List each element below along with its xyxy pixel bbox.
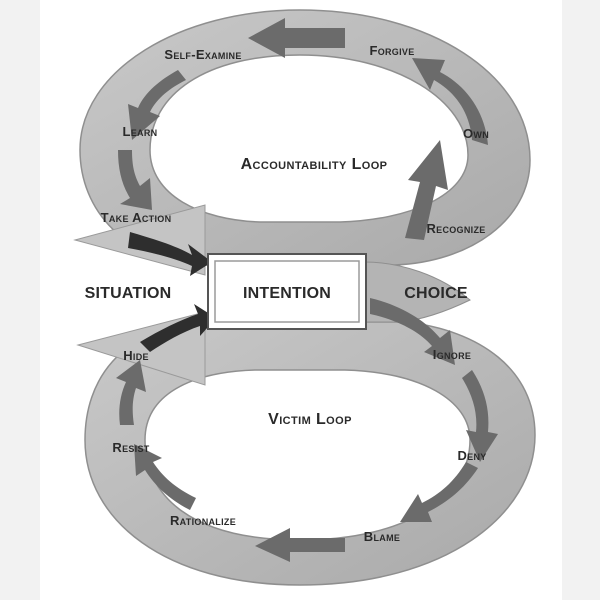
step-forgive: Forgive — [369, 43, 414, 58]
step-take-action: Take Action — [101, 210, 172, 225]
intention-box: INTENTION — [207, 253, 367, 330]
arrow-take-action-to-intention — [128, 232, 212, 276]
step-deny: Deny — [457, 448, 486, 463]
arrow-blame-to-rationalize — [255, 528, 345, 562]
arrow-forgive-to-self-examine — [248, 18, 345, 58]
victim-arrows — [116, 298, 498, 562]
step-own: Own — [463, 126, 489, 141]
arrow-deny-to-blame — [400, 462, 478, 522]
victim-loop-title: Victim Loop — [268, 411, 352, 428]
step-resist: Resist — [112, 440, 149, 455]
accountability-loop-title: Accountability Loop — [241, 156, 388, 173]
intention-label: INTENTION — [243, 285, 331, 302]
step-learn: Learn — [123, 124, 158, 139]
arrow-own-to-forgive — [412, 58, 488, 145]
step-hide: Hide — [123, 348, 149, 363]
step-recognize: Recognize — [426, 221, 485, 236]
step-rationalize: Rationalize — [170, 513, 236, 528]
situation-label: SITUATION — [85, 285, 172, 302]
arrow-recognize-to-own — [405, 140, 448, 240]
step-ignore: Ignore — [433, 347, 471, 362]
step-self-examine: Self-Examine — [164, 47, 241, 62]
arrow-rationalize-to-resist — [134, 444, 196, 510]
accountability-arrows — [118, 18, 488, 276]
arrow-ignore-to-deny — [462, 370, 498, 462]
arrow-choice-to-ignore — [370, 298, 455, 365]
choice-label: CHOICE — [404, 285, 468, 302]
arrow-hide-to-intention — [140, 304, 216, 352]
intention-box-inner — [214, 260, 360, 323]
arrow-self-examine-to-learn — [128, 70, 186, 140]
arrow-resist-to-hide — [116, 360, 146, 425]
step-blame: Blame — [364, 529, 400, 544]
arrow-learn-to-take-action — [118, 150, 152, 210]
